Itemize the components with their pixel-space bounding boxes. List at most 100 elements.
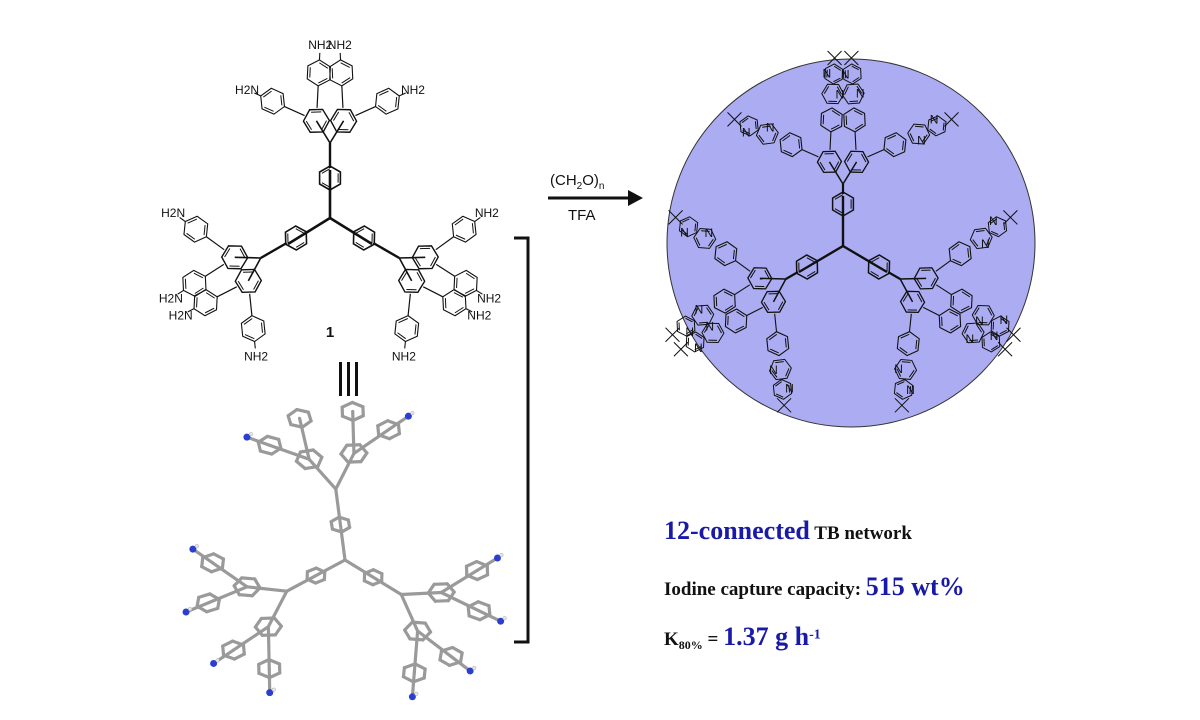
net-aryl-bond bbox=[735, 260, 751, 272]
tb-ring-double-bond bbox=[849, 100, 859, 103]
model-stick bbox=[464, 559, 479, 568]
tb-ring-double-bond bbox=[772, 132, 777, 142]
tb-ring-double-bond bbox=[701, 230, 710, 232]
net-terminal-ring-double-bond bbox=[724, 304, 734, 311]
model-stick bbox=[237, 593, 254, 598]
tb-ring-double-bond bbox=[896, 368, 902, 377]
tb-ring-double-bond bbox=[833, 77, 841, 83]
net-terminal-ring-double-bond bbox=[769, 348, 779, 354]
branch-ring-double-bond bbox=[239, 248, 246, 258]
tb-ring-double-bond bbox=[852, 77, 860, 83]
net-terminal-ring-double-bond bbox=[831, 110, 841, 117]
tb-ring-double-bond bbox=[976, 324, 983, 333]
terminal-ring-double-bond bbox=[309, 67, 311, 78]
terminal-ring-double-bond bbox=[186, 232, 196, 240]
hydrogen-atom bbox=[502, 616, 507, 621]
net-terminal-ring-double-bond bbox=[952, 258, 962, 264]
net-terminal-ring bbox=[938, 308, 962, 334]
tb-ring-double-bond bbox=[785, 368, 790, 377]
net-core-ring-double-bond bbox=[870, 271, 880, 277]
nitrogen-label: N bbox=[990, 329, 999, 343]
amine-bond bbox=[474, 217, 481, 222]
connectivity-text: TB network bbox=[809, 523, 912, 544]
net-core-bond bbox=[842, 244, 888, 274]
terminal-ring-double-bond bbox=[196, 297, 198, 308]
continuation-bond bbox=[944, 111, 959, 127]
tb-ring-double-bond bbox=[909, 133, 915, 142]
tb-ring bbox=[676, 315, 696, 337]
model-stick bbox=[272, 616, 283, 628]
nitrogen-label: N bbox=[975, 314, 984, 328]
tb-ring-double-bond bbox=[698, 321, 708, 324]
model-stick bbox=[343, 558, 403, 597]
model-stick bbox=[465, 573, 479, 582]
model-stick bbox=[257, 671, 272, 680]
nitrogen-label: N bbox=[769, 363, 778, 377]
tb-ring-double-bond bbox=[833, 65, 842, 71]
net-aryl-bond bbox=[746, 306, 764, 317]
tb-ring-double-bond bbox=[694, 223, 697, 232]
nitrogen-label: N bbox=[917, 133, 926, 147]
net-branch-ring-double-bond bbox=[902, 293, 909, 302]
net-aryl-bond bbox=[854, 131, 857, 150]
tb-ring-double-bond bbox=[914, 125, 924, 128]
amine-bond bbox=[465, 308, 473, 313]
nitrogen-label: N bbox=[685, 325, 694, 339]
branch-ring bbox=[411, 245, 440, 270]
terminal-ring-double-bond bbox=[471, 223, 474, 234]
tb-ring-double-bond bbox=[716, 325, 722, 334]
continuation-bond bbox=[776, 397, 792, 413]
net-arm-bond bbox=[785, 271, 799, 280]
tb-ring-double-bond bbox=[901, 361, 911, 363]
model-stick bbox=[377, 433, 392, 441]
terminal-ring bbox=[329, 59, 354, 87]
terminal-ring-double-bond bbox=[453, 292, 464, 298]
model-stick bbox=[258, 449, 274, 456]
model-stick bbox=[297, 416, 311, 461]
tb-ring-double-bond bbox=[706, 307, 712, 315]
model-stick bbox=[240, 576, 257, 581]
continuation-bond bbox=[894, 397, 910, 413]
core-ring-double-bond bbox=[295, 242, 305, 248]
tb-ring bbox=[927, 115, 947, 137]
nitrogen-atom bbox=[210, 659, 218, 667]
model-stick bbox=[340, 400, 354, 409]
hydrogen-atom bbox=[187, 606, 193, 612]
continuation-bond bbox=[844, 50, 859, 66]
nitrogen-label: N bbox=[822, 67, 831, 81]
net-aryl-bond bbox=[801, 149, 819, 158]
tb-ring-double-bond bbox=[771, 370, 778, 378]
net-aryl-bond bbox=[922, 306, 940, 317]
continuation-bond bbox=[727, 111, 742, 127]
terminal-ring-double-bond bbox=[205, 292, 215, 299]
model-stick bbox=[200, 565, 214, 574]
core-bond bbox=[287, 216, 331, 246]
model-stick bbox=[231, 625, 270, 652]
net-terminal-ring-double-bond bbox=[736, 311, 745, 318]
terminal-ring-double-bond bbox=[465, 272, 475, 280]
branch-ring bbox=[397, 268, 426, 293]
terminal-ring-double-bond bbox=[263, 90, 272, 98]
model-stick bbox=[487, 604, 492, 617]
amine-label: H2N bbox=[235, 83, 259, 97]
net-terminal-ring-double-bond bbox=[830, 124, 840, 130]
net-terminal-ring bbox=[948, 241, 972, 267]
tb-ring-double-bond bbox=[823, 86, 830, 94]
net-terminal-ring bbox=[950, 288, 973, 314]
net-terminal-ring-double-bond bbox=[950, 324, 959, 331]
model-stick bbox=[295, 408, 310, 414]
net-terminal-ring-double-bond bbox=[784, 338, 787, 348]
net-terminal-ring-double-bond bbox=[900, 333, 910, 339]
arm-bond bbox=[260, 241, 288, 260]
terminal-ring bbox=[451, 215, 477, 243]
nitrogen-label: N bbox=[841, 67, 850, 81]
model-stick bbox=[439, 568, 479, 595]
nitrogen-atom bbox=[408, 693, 416, 701]
tb-ring-double-bond bbox=[775, 393, 784, 398]
tb-ring-double-bond bbox=[856, 85, 863, 94]
net-terminal-ring-double-bond bbox=[949, 311, 959, 317]
terminal-ring-double-bond bbox=[244, 334, 255, 340]
tb-ring-double-bond bbox=[685, 317, 693, 323]
